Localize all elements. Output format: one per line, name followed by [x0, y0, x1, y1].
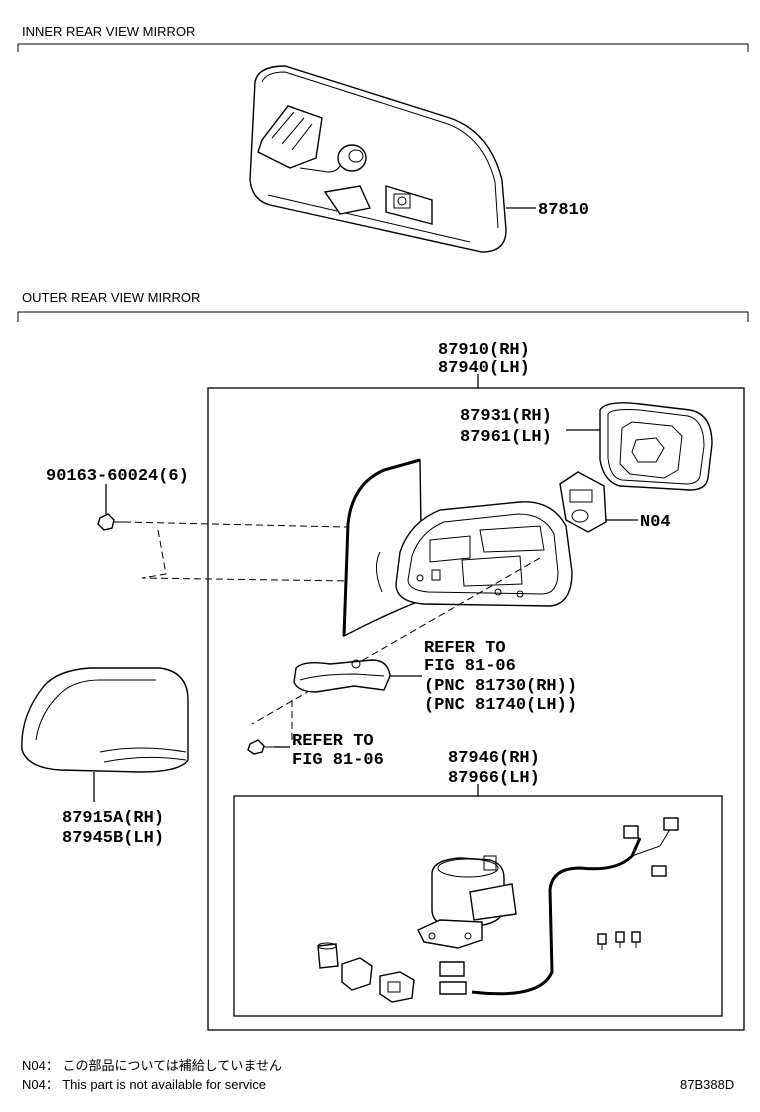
turn-lamp-drawing — [293, 659, 391, 693]
dash-screw-line — [123, 521, 391, 529]
figure-code: 87B388D — [680, 1077, 734, 1092]
dash-screw-return — [141, 529, 421, 583]
label-refer1-c: (PNC 81730(RH)) — [424, 677, 577, 696]
small-screws-drawing — [597, 931, 641, 950]
assembly-box — [207, 387, 745, 1031]
mirror-housing-drawing — [376, 501, 573, 607]
label-refer1-d: (PNC 81740(LH)) — [424, 696, 577, 715]
label-87945: 87945B(LH) — [62, 829, 164, 848]
label-refer2-a: REFER TO — [292, 732, 374, 751]
label-87946: 87946(RH) — [448, 749, 540, 768]
label-87931: 87931(RH) — [460, 407, 552, 426]
label-87915: 87915A(RH) — [62, 809, 164, 828]
label-refer1-a: REFER TO — [424, 639, 506, 658]
label-refer2-b: FIG 81-06 — [292, 751, 384, 770]
section-bracket-inner — [17, 43, 749, 52]
dash-housing-lamp — [251, 557, 541, 725]
actuator-box — [233, 795, 723, 1017]
label-n04: N04 — [640, 513, 671, 532]
bushings-drawing — [317, 942, 415, 1003]
section-bracket-outer — [17, 311, 749, 322]
note-jp: N04： この部品については補給していません — [22, 1058, 282, 1073]
note-en: N04： This part is not available for serv… — [22, 1077, 266, 1092]
label-87910: 87910(RH) — [438, 341, 530, 360]
label-87961: 87961(LH) — [460, 428, 552, 447]
label-87940: 87940(LH) — [438, 359, 530, 378]
label-refer1-b: FIG 81-06 — [424, 657, 516, 676]
section-title-inner: INNER REAR VIEW MIRROR — [22, 24, 195, 39]
harness-drawing — [439, 817, 679, 996]
mirror-glass-drawing — [599, 402, 713, 491]
actuator-drawing — [417, 855, 517, 949]
screw-90163-drawing — [97, 513, 124, 531]
mirror-cover-drawing — [21, 667, 189, 773]
inner-mirror-drawing — [249, 65, 507, 253]
screw-lamp-drawing — [247, 739, 274, 755]
motor-n04-drawing — [559, 471, 607, 533]
section-title-outer: OUTER REAR VIEW MIRROR — [22, 290, 200, 305]
label-90163: 90163-60024(6) — [46, 467, 189, 486]
label-87966: 87966(LH) — [448, 769, 540, 788]
label-87810: 87810 — [538, 201, 589, 220]
